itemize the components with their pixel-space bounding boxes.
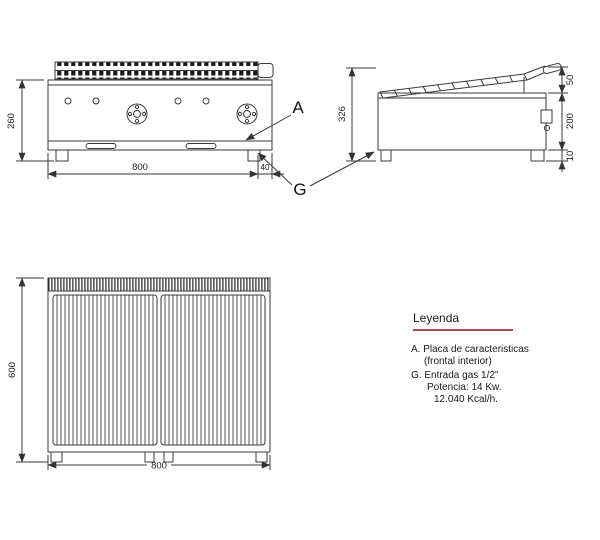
dim-plan-width-value: 800 — [151, 461, 167, 472]
gas-inlet — [540, 109, 553, 131]
burner-hole — [64, 97, 72, 105]
legend-title: Leyenda — [413, 311, 459, 325]
dim-front-offset-value: 40 — [261, 163, 270, 172]
callout-a: A — [245, 98, 304, 141]
legend: Leyenda A. Placa de caracteristicas (fro… — [411, 311, 529, 405]
front-foot-left — [55, 149, 69, 162]
plan-grill-right — [160, 294, 266, 446]
burner-hole — [92, 97, 100, 105]
callout-g: G — [257, 151, 375, 199]
control-knob-left — [126, 103, 148, 125]
plan-back-band — [47, 277, 271, 292]
burner-hole — [174, 97, 182, 105]
dim-front-height: 260 — [6, 79, 54, 162]
plan-leg — [50, 451, 63, 463]
front-body — [47, 79, 273, 151]
plan-leg — [163, 451, 174, 463]
dim-side-feet-value: 10 — [565, 151, 576, 162]
legend-line-3: G. Entrada gas 1/2" — [411, 370, 499, 381]
dim-front-offset: 40 — [258, 163, 284, 178]
dim-front-width: 800 — [47, 153, 273, 179]
dim-plan-depth-value: 600 — [7, 362, 18, 378]
side-body — [377, 92, 547, 151]
vent-slot — [85, 143, 117, 149]
vent-slot — [185, 143, 217, 149]
grill-plate — [379, 73, 528, 99]
dim-plan-width: 800 — [47, 455, 271, 472]
dim-side-total: 326 — [337, 67, 376, 162]
plan-grill-left — [52, 294, 158, 446]
side-foot-right — [530, 149, 545, 162]
legend-line-2: (frontal interior) — [424, 356, 492, 367]
plan-view: 600 800 — [7, 277, 271, 472]
dim-side-total-value: 326 — [337, 106, 348, 122]
burner-hole — [202, 97, 210, 105]
plan-leg — [255, 451, 268, 463]
label-g: G — [293, 180, 306, 199]
dim-side-chain: 50 200 10 — [546, 66, 576, 172]
front-view: 260 800 40 A G — [6, 61, 375, 199]
dim-side-mid-value: 200 — [565, 113, 576, 129]
control-knob-right — [236, 103, 258, 125]
handle — [523, 62, 562, 81]
dim-side-top-value: 50 — [565, 75, 576, 86]
dim-plan-depth: 600 — [7, 277, 48, 463]
band-end-cap — [257, 63, 274, 78]
side-view: 326 50 200 10 — [337, 62, 576, 172]
legend-line-4: Potencia: 14 Kw. — [427, 382, 502, 393]
dim-front-height-value: 260 — [6, 113, 17, 129]
dim-front-width-value: 800 — [132, 162, 148, 173]
legend-line-5: 12.040 Kcal/h. — [434, 394, 498, 405]
side-foot-left — [380, 149, 392, 162]
plan-leg — [144, 451, 155, 463]
label-a: A — [292, 98, 304, 117]
legend-line-1: A. Placa de caracteristicas — [411, 344, 529, 355]
